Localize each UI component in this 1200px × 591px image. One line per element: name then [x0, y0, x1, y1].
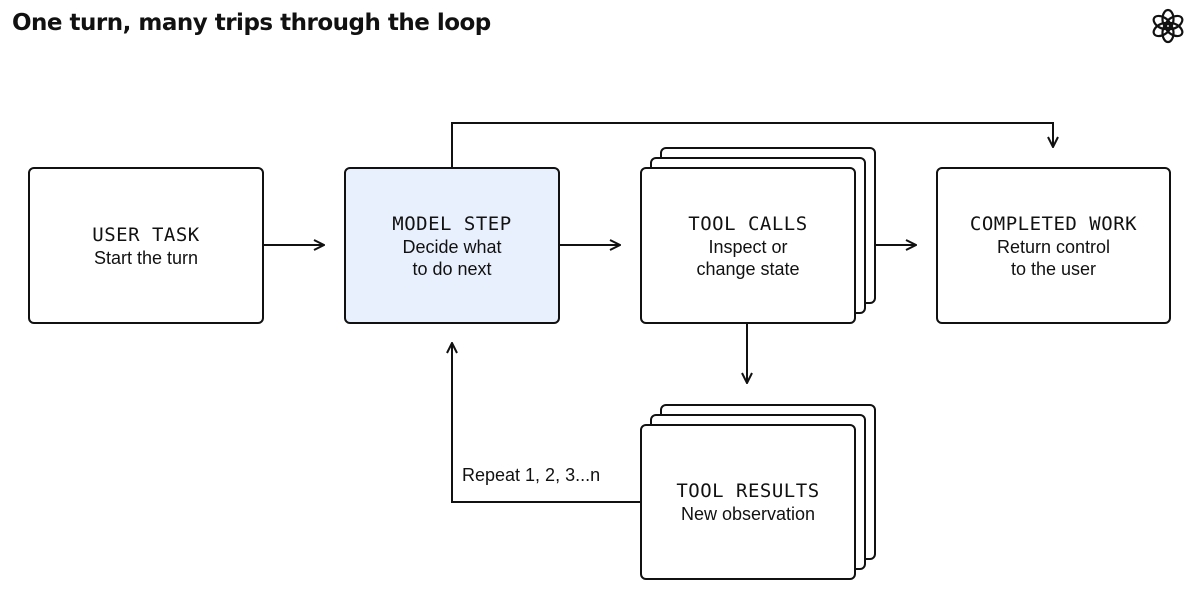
tool-calls-subtitle: Inspect or change state	[696, 236, 800, 279]
user-task-subtitle: Start the turn	[93, 247, 199, 268]
arrow-tool-results-to-model-step	[452, 343, 640, 503]
tool-calls-node: TOOL CALLS Inspect or change state	[640, 167, 856, 324]
completed-work-node: COMPLETED WORK Return control to the use…	[936, 167, 1171, 324]
loop-repeat-label: Repeat 1, 2, 3...n	[462, 465, 601, 485]
tool-calls-title: TOOL CALLS	[688, 212, 808, 235]
openai-logo-icon	[1152, 8, 1184, 44]
completed-work-subtitle: Return control to the user	[996, 236, 1111, 279]
tool-results-title: TOOL RESULTS	[676, 480, 820, 502]
arrow-model-step-to-completed-work	[451, 122, 1053, 167]
model-step-subtitle: Decide what to do next	[402, 236, 502, 279]
tool-results-subtitle: New observation	[680, 504, 816, 524]
tool-results-node: TOOL RESULTS New observation	[640, 424, 856, 580]
model-step-node: MODEL STEP Decide what to do next	[344, 167, 560, 324]
user-task-title: USER TASK	[92, 223, 200, 246]
page-title: One turn, many trips through the loop	[12, 10, 491, 36]
completed-work-title: COMPLETED WORK	[969, 212, 1138, 235]
user-task-node: USER TASK Start the turn	[28, 167, 264, 324]
model-step-title: MODEL STEP	[392, 212, 512, 235]
